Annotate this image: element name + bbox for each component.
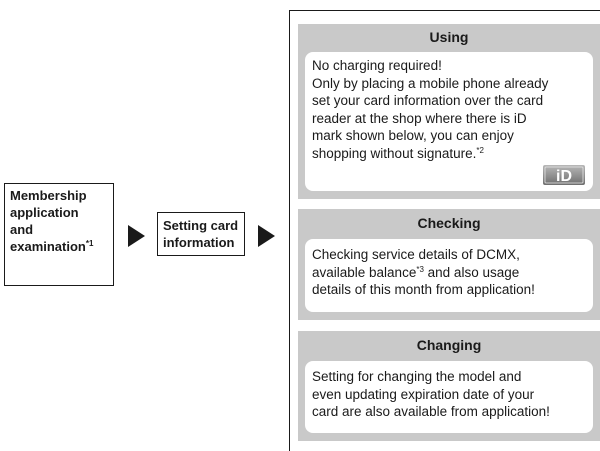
membership-step-box: Membership application and examination*1 [4, 183, 114, 286]
using-line-2: Only by placing a mobile phone already [312, 75, 549, 91]
setting-line-1: Setting card [163, 218, 239, 233]
membership-line-3: and [10, 222, 34, 237]
checking-description: Checking service details of DCMX, availa… [305, 239, 593, 312]
membership-line-4: examination*1 [10, 238, 108, 255]
changing-title: Changing [416, 337, 482, 353]
id-mark-icon: iD [543, 165, 585, 185]
checking-line-2: available balance*3 and also usage [312, 264, 587, 282]
using-line-5: mark shown below, you can enjoy [312, 128, 514, 143]
using-line-6-text: shopping without signature. [312, 145, 477, 161]
group-bracket [289, 10, 600, 451]
using-description: No charging required! Only by placing a … [305, 52, 593, 191]
footnote-2-marker: *2 [476, 145, 484, 155]
changing-line-3: card are also available from application… [312, 404, 550, 419]
checking-line-1: Checking service details of DCMX, [312, 247, 520, 262]
changing-panel: Changing Setting for changing the model … [298, 331, 600, 441]
setting-card-step-box: Setting card information [157, 212, 245, 256]
checking-line-2-start: available balance [312, 264, 417, 280]
using-title: Using [429, 29, 469, 45]
id-logo-text: iD [556, 168, 572, 185]
checking-line-2-end: and also usage [423, 264, 520, 280]
checking-line-3: details of this month from application! [312, 282, 535, 297]
changing-description: Setting for changing the model and even … [305, 361, 593, 433]
using-panel: Using No charging required! Only by plac… [298, 24, 600, 199]
membership-line-2: application [10, 205, 79, 220]
using-line-3: set your card information over the card [312, 93, 544, 108]
changing-line-1: Setting for changing the model and [312, 369, 522, 384]
checking-panel: Checking Checking service details of DCM… [298, 209, 600, 320]
using-line-4: reader at the shop where there is iD [312, 110, 527, 126]
changing-line-2: even updating expiration date of your [312, 386, 535, 402]
setting-line-2: information [163, 235, 235, 250]
membership-line-1: Membership [10, 188, 87, 203]
membership-line-4-text: examination [10, 239, 86, 254]
footnote-1-marker: *1 [85, 239, 94, 248]
flow-arrow-2 [258, 225, 275, 247]
footnote-3-marker: *3 [416, 264, 424, 274]
using-line-6: shopping without signature.*2 [312, 145, 587, 163]
flow-arrow-1 [128, 225, 145, 247]
checking-title: Checking [417, 215, 481, 231]
using-line-1: No charging required! [312, 58, 442, 73]
